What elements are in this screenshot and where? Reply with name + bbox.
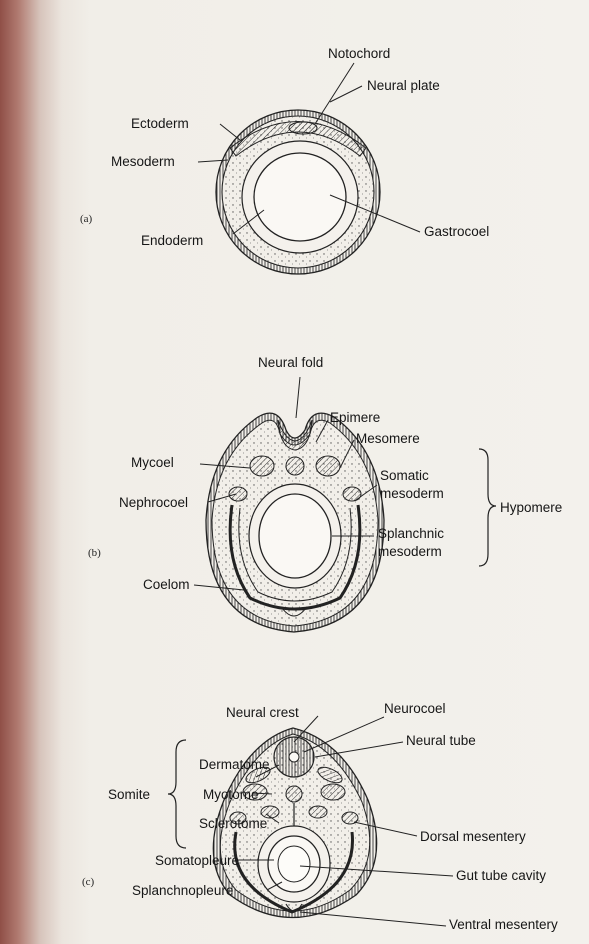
notochord-c <box>286 786 302 802</box>
neurocoel-c <box>289 752 299 762</box>
label-neurocoel: Neurocoel <box>384 701 446 716</box>
label-somite: Somite <box>108 787 150 802</box>
label-splanchnopleure: Splanchnopleure <box>132 883 233 898</box>
notochord-b <box>286 457 304 475</box>
label-endoderm: Endoderm <box>141 233 203 248</box>
label-somatic-mesoderm: mesoderm <box>380 486 444 501</box>
label-mesomere: Mesomere <box>356 431 420 446</box>
label-somatic: Somatic <box>380 468 429 483</box>
gut-tube-cavity-c <box>278 846 310 882</box>
label-mycoel: Mycoel <box>131 455 174 470</box>
label-splanchnic: Splanchnic <box>378 526 444 541</box>
label-somatopleure: Somatopleure <box>155 853 239 868</box>
somite-brace <box>168 740 186 848</box>
label-neural-plate: Neural plate <box>367 78 440 93</box>
label-ectoderm: Ectoderm <box>131 116 189 131</box>
label-gastrocoel: Gastrocoel <box>424 224 489 239</box>
label-neural-tube: Neural tube <box>406 733 476 748</box>
label-splanchnic-mesoderm: mesoderm <box>378 544 442 559</box>
label-neural-fold: Neural fold <box>258 355 323 370</box>
gastrocoel-a <box>254 153 346 241</box>
epimere-right <box>316 456 340 476</box>
hypomere-brace <box>479 449 496 566</box>
mesomere-left <box>229 487 247 501</box>
label-hypomere: Hypomere <box>500 500 562 515</box>
label-ventral-mesentery: Ventral mesentery <box>449 917 558 932</box>
panel-tag-c: (c) <box>82 876 94 888</box>
myotome-right <box>321 784 345 800</box>
label-mesoderm: Mesoderm <box>111 154 175 169</box>
notochord-a <box>289 122 317 134</box>
label-gut-tube-cavity: Gut tube cavity <box>456 868 546 883</box>
label-nephrocoel: Nephrocoel <box>119 495 188 510</box>
label-epimere: Epimere <box>330 410 380 425</box>
label-coelom: Coelom <box>143 577 190 592</box>
label-notochord: Notochord <box>328 46 390 61</box>
label-sclerotome: Sclerotome <box>199 816 267 831</box>
label-dorsal-mesentery: Dorsal mesentery <box>420 829 526 844</box>
label-dermatome: Dermatome <box>199 757 270 772</box>
gut-lumen-b <box>259 494 331 578</box>
label-myotome: Myotome <box>203 787 259 802</box>
panel-tag-b: (b) <box>88 547 101 559</box>
panel-tag-a: (a) <box>80 213 92 225</box>
panel-a-diagram <box>198 63 420 274</box>
sclerotome-right <box>309 806 327 818</box>
epimere-left <box>250 456 274 476</box>
label-neural-crest: Neural crest <box>226 705 299 720</box>
